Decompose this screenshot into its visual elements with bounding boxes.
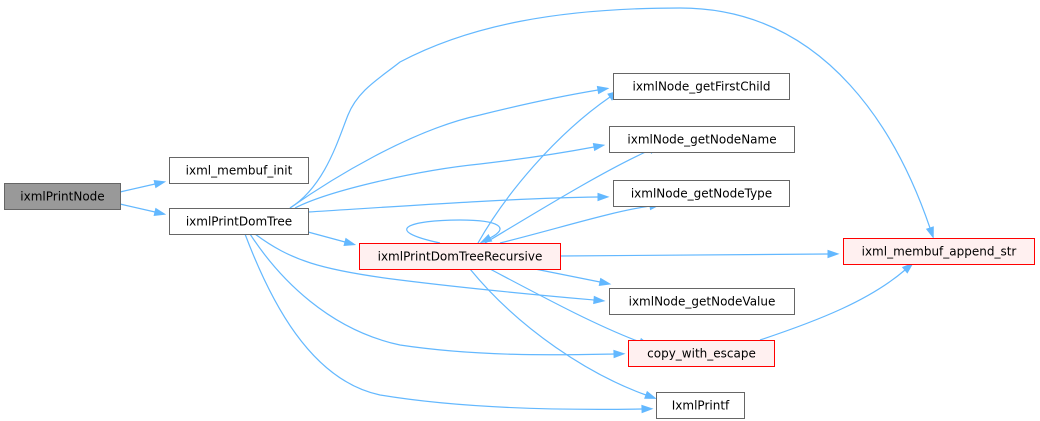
edge-arrowhead bbox=[598, 277, 612, 286]
node-ixmlPrintDomTreeRecursive[interactable]: ixmlPrintDomTreeRecursive bbox=[359, 243, 561, 270]
edge-ixmlPrintNode-to-ixmlPrintDomTree bbox=[119, 203, 167, 216]
node-label: ixmlNode_getNodeValue bbox=[629, 295, 776, 309]
edge-ixmlPrintDomTreeRecursive-to-IxmlPrintf bbox=[469, 268, 657, 399]
edge-arrowhead bbox=[901, 262, 914, 274]
edge-arrowhead bbox=[827, 249, 840, 259]
edge-line bbox=[294, 146, 595, 209]
node-label: ixmlPrintDomTree bbox=[186, 215, 292, 229]
edge-line bbox=[406, 219, 501, 244]
edge-ixmlPrintDomTreeRecursive-to-ixmlNode_getFirstChild bbox=[477, 90, 620, 244]
edge-ixmlPrintDomTree-to-ixmlPrintDomTreeRecursive bbox=[307, 231, 357, 246]
edge-line bbox=[559, 253, 829, 257]
node-box bbox=[609, 288, 795, 315]
edge-arrowhead bbox=[592, 142, 606, 152]
node-ixmlNode_getNodeName[interactable]: ixmlNode_getNodeName bbox=[609, 126, 795, 153]
edge-ixmlPrintDomTreeRecursive-to-ixmlPrintDomTreeRecursive bbox=[406, 219, 501, 244]
edge-line bbox=[289, 89, 599, 209]
edge-line bbox=[254, 233, 595, 301]
edge-arrowhead bbox=[644, 390, 657, 399]
node-label: ixml_membuf_append_str bbox=[862, 245, 1017, 259]
edge-line bbox=[307, 196, 599, 213]
edge-line bbox=[534, 268, 601, 283]
edge-line bbox=[489, 268, 641, 343]
edge-ixmlPrintNode-to-ixml_membuf_init bbox=[119, 180, 167, 193]
node-ixmlNode_getFirstChild[interactable]: ixmlNode_getFirstChild bbox=[613, 73, 790, 100]
node-box bbox=[169, 208, 309, 235]
node-layer: ixmlPrintNode ixml_membuf_init ixmlPrintDo… bbox=[4, 73, 1035, 419]
edge-copy_with_escape-to-ixml_membuf_append_str bbox=[759, 262, 914, 341]
edge-ixmlPrintDomTree-to-ixmlNode_getFirstChild bbox=[289, 85, 610, 209]
edge-arrowhead bbox=[343, 237, 357, 246]
edge-line bbox=[759, 269, 906, 341]
edge-line bbox=[119, 183, 156, 193]
node-box bbox=[609, 126, 795, 153]
node-ixmlPrintNode[interactable]: ixmlPrintNode bbox=[4, 183, 121, 210]
edge-ixmlPrintDomTree-to-copy_with_escape bbox=[249, 233, 626, 359]
node-ixml_membuf_append_str[interactable]: ixml_membuf_append_str bbox=[843, 238, 1035, 265]
edge-line bbox=[499, 205, 651, 244]
node-label: copy_with_escape bbox=[647, 347, 756, 361]
edge-ixmlPrintDomTreeRecursive-to-ixmlNode_getNodeValue bbox=[534, 268, 612, 286]
node-box bbox=[4, 183, 121, 210]
node-label: ixmlNode_getFirstChild bbox=[632, 80, 770, 94]
edge-line bbox=[484, 149, 651, 244]
edge-line bbox=[249, 233, 615, 356]
edge-arrowhead bbox=[593, 295, 606, 305]
edge-ixmlPrintDomTreeRecursive-to-ixml_membuf_append_str bbox=[559, 249, 840, 259]
edge-line bbox=[119, 203, 156, 213]
node-label: ixmlNode_getNodeType bbox=[631, 187, 772, 201]
edge-arrowhead bbox=[641, 404, 654, 414]
edge-line bbox=[469, 268, 647, 396]
node-box bbox=[656, 392, 745, 419]
edge-line bbox=[244, 233, 643, 410]
edge-ixmlPrintDomTree-to-IxmlPrintf bbox=[244, 233, 654, 414]
node-label: ixmlPrintDomTreeRecursive bbox=[378, 250, 543, 264]
node-ixmlPrintDomTree[interactable]: ixmlPrintDomTree bbox=[169, 208, 309, 235]
node-ixmlNode_getNodeType[interactable]: ixmlNode_getNodeType bbox=[613, 180, 790, 207]
edge-ixmlPrintDomTree-to-ixmlNode_getNodeName bbox=[294, 142, 606, 209]
node-label: ixml_membuf_init bbox=[186, 164, 293, 178]
node-box bbox=[359, 243, 561, 270]
node-box bbox=[843, 238, 1035, 265]
node-box bbox=[613, 73, 790, 100]
edge-arrowhead bbox=[153, 180, 167, 189]
edge-arrowhead bbox=[596, 85, 610, 95]
edge-line bbox=[289, 7, 931, 229]
node-ixmlNode_getNodeValue[interactable]: ixmlNode_getNodeValue bbox=[609, 288, 795, 315]
edge-line bbox=[477, 96, 611, 244]
node-label: IxmlPrintf bbox=[672, 399, 730, 413]
edge-arrowhead bbox=[153, 207, 167, 216]
edge-ixmlPrintDomTreeRecursive-to-ixmlNode_getNodeType bbox=[499, 201, 662, 244]
edge-ixmlPrintDomTree-to-ixmlNode_getNodeValue bbox=[254, 233, 606, 305]
node-box bbox=[613, 180, 790, 207]
node-box bbox=[628, 340, 775, 367]
edge-ixmlPrintDomTree-to-ixml_membuf_append_str bbox=[289, 7, 934, 239]
edge-line bbox=[307, 231, 346, 243]
edge-arrowhead bbox=[925, 226, 934, 239]
edge-arrowhead bbox=[597, 192, 610, 202]
node-copy_with_escape[interactable]: copy_with_escape bbox=[628, 340, 775, 367]
node-box bbox=[169, 157, 309, 184]
edge-layer bbox=[119, 7, 934, 414]
node-ixml_membuf_init[interactable]: ixml_membuf_init bbox=[169, 157, 309, 184]
node-label: ixmlPrintNode bbox=[20, 190, 104, 204]
node-IxmlPrintf[interactable]: IxmlPrintf bbox=[656, 392, 745, 419]
edge-arrowhead bbox=[613, 349, 626, 359]
node-label: ixmlNode_getNodeName bbox=[627, 133, 776, 147]
edge-ixmlPrintDomTree-to-ixmlNode_getNodeType bbox=[307, 192, 610, 213]
